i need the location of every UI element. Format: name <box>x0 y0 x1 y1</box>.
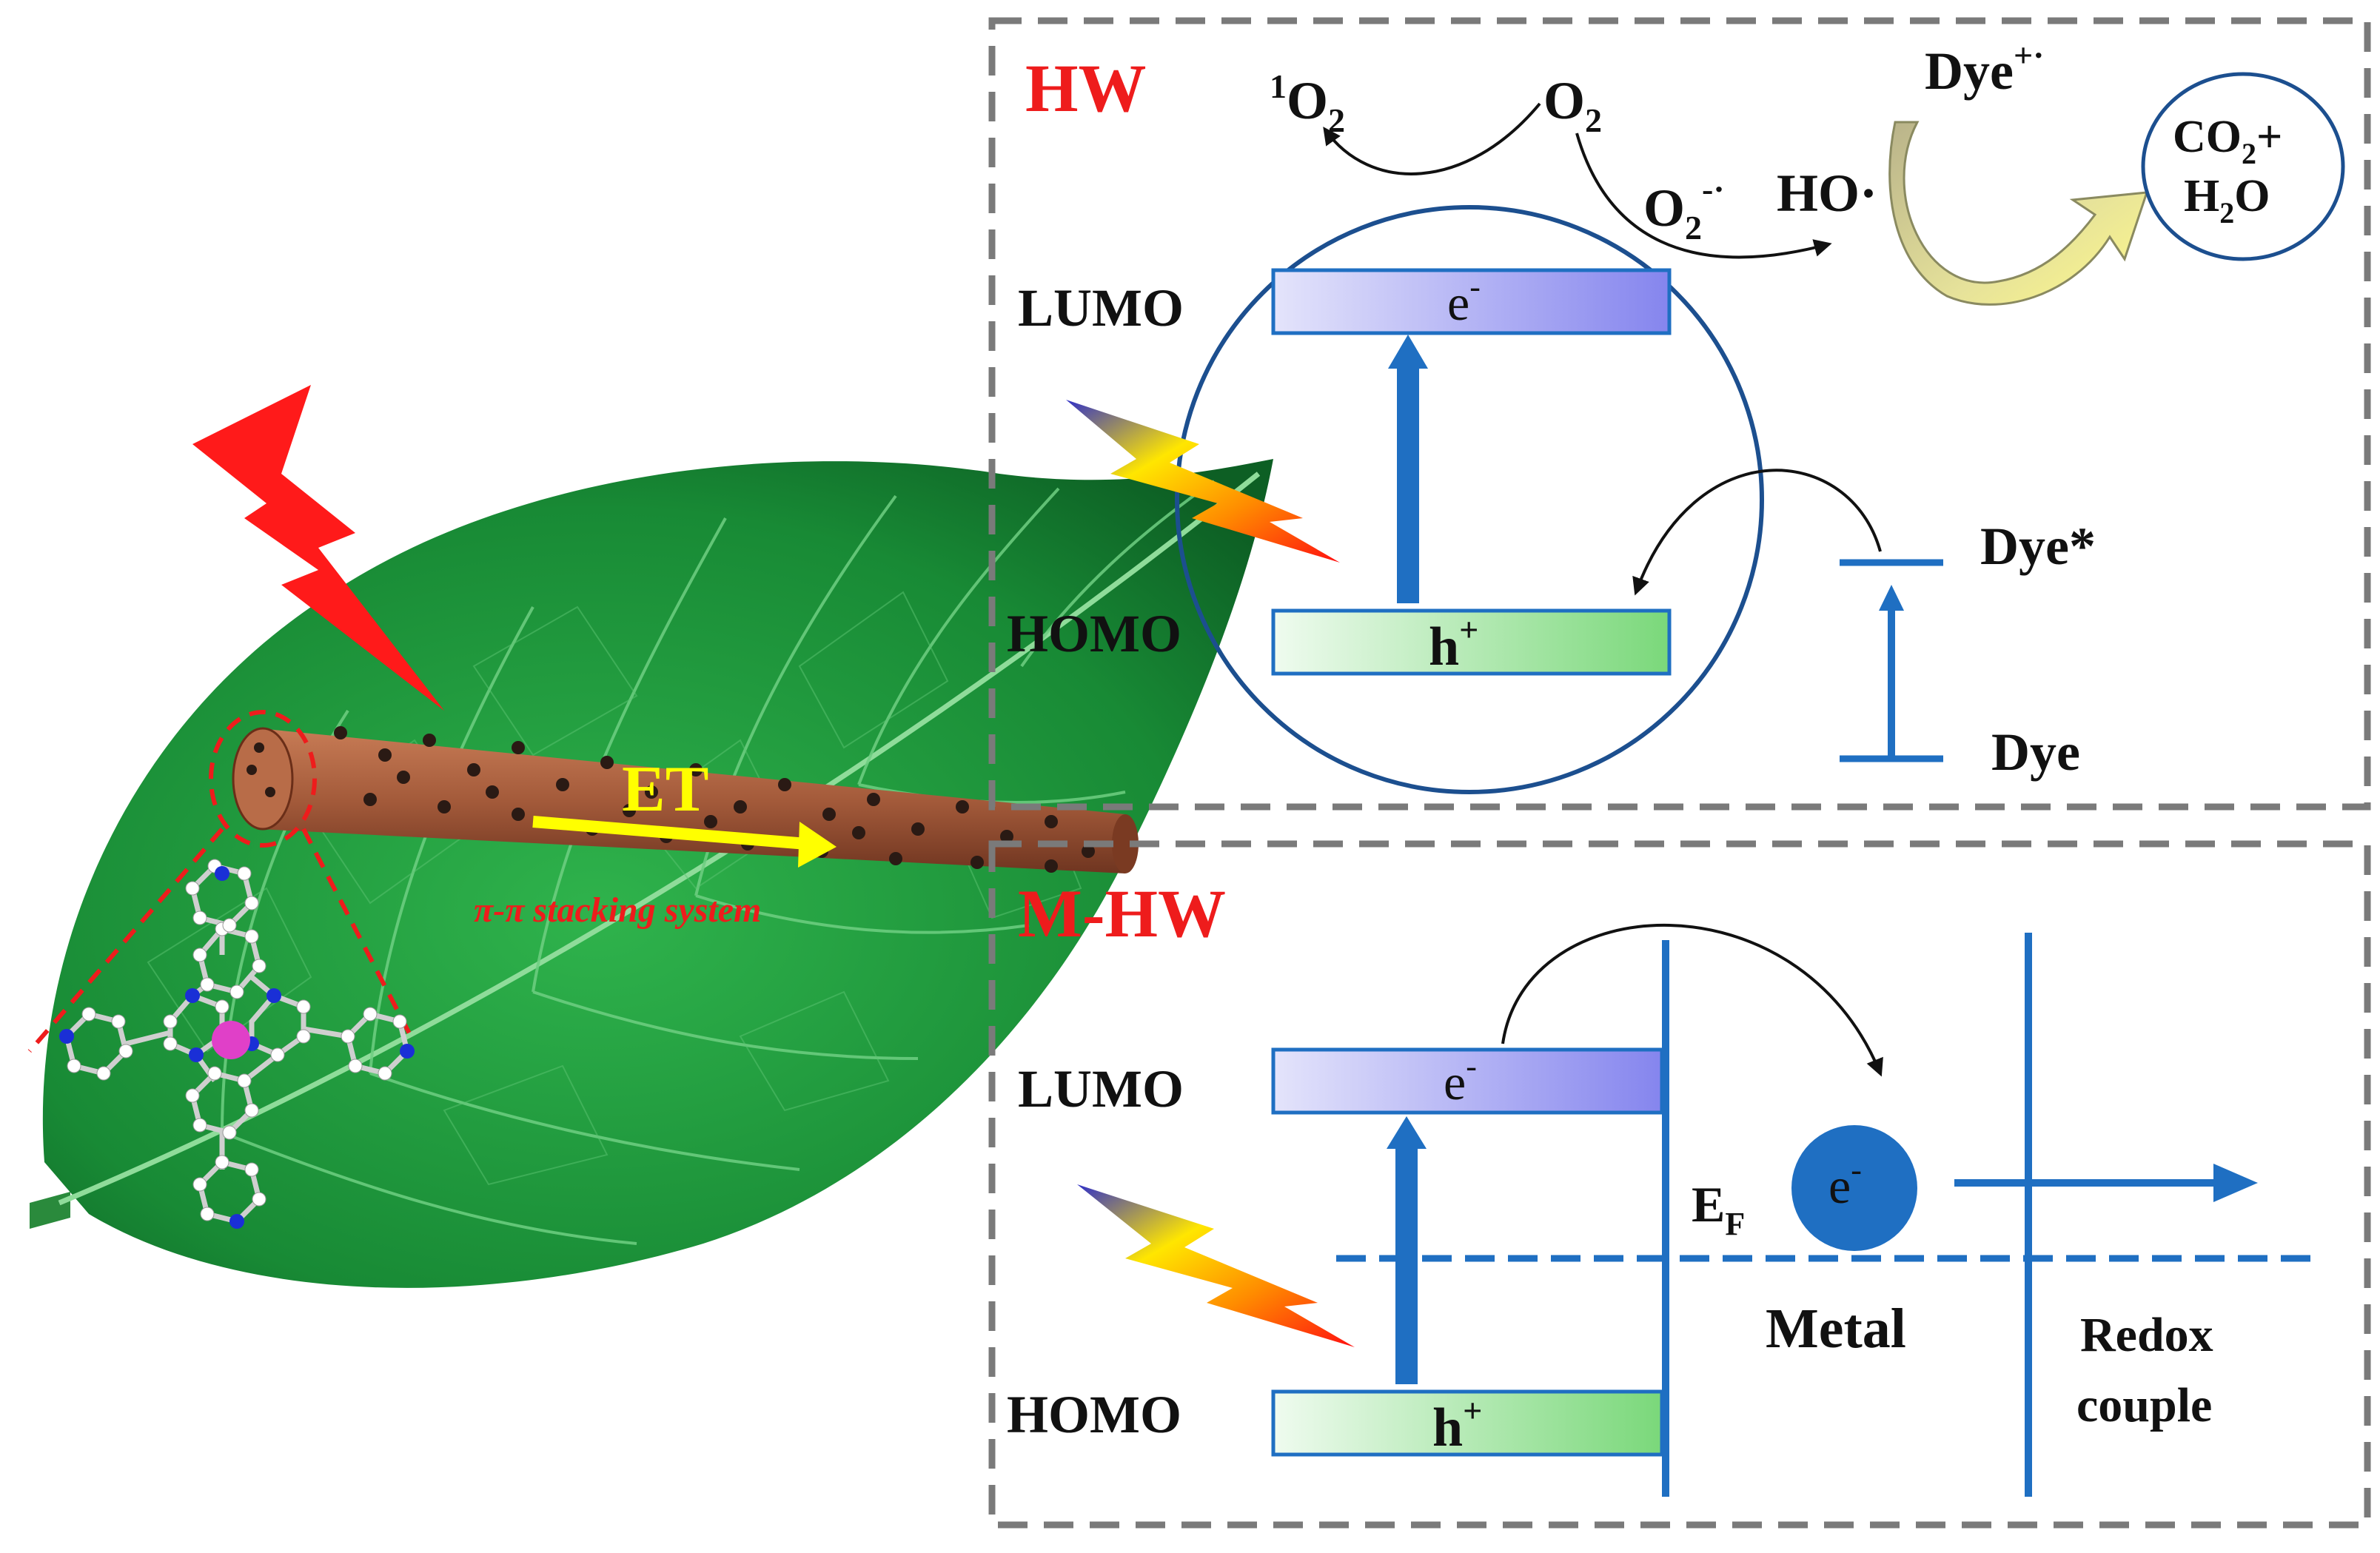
electron-transfer-arrow <box>1501 924 1883 1077</box>
dye-to-homo-arrow <box>1632 469 1882 596</box>
mhw-lumo-label: LUMO <box>1018 1059 1184 1118</box>
leaf-illustration: ET π-π stacking system <box>27 385 1273 1288</box>
light-bolt-icon <box>192 385 444 711</box>
mhw-panel-border <box>988 840 2371 1529</box>
mhw-panel: M-HW LUMO e- HOMO h+ EF <box>988 840 2371 1529</box>
fermi-label: EF <box>1692 1176 1745 1242</box>
redox-label-line2: couple <box>2076 1378 2212 1432</box>
mhw-excitation-arrow <box>1387 1116 1427 1384</box>
metal-center <box>212 1021 250 1059</box>
porphyrin-molecule <box>59 859 415 1229</box>
dye-excited-label: Dye* <box>1980 517 2096 576</box>
metal-to-redox-arrow <box>1954 1164 2258 1202</box>
mhw-homo-label: HOMO <box>1007 1385 1181 1444</box>
hw-lumo-electron: e- <box>1447 269 1481 331</box>
hw-light-bolt-icon <box>1066 400 1340 563</box>
hw-excitation-arrow <box>1388 335 1428 603</box>
hw-lumo-band <box>1271 268 1672 335</box>
mhw-lumo-band <box>1271 1047 1664 1115</box>
photocatalyst-circle <box>1175 205 1764 794</box>
superoxide-label: O2-· <box>1643 170 1725 246</box>
metal-label: Metal <box>1766 1298 1906 1360</box>
redox-label-line1: Redox <box>2080 1308 2213 1362</box>
hw-homo-band <box>1271 608 1672 676</box>
dye-ground-label: Dye <box>1991 722 2080 782</box>
hw-title: HW <box>1025 50 1147 126</box>
dye-excitation-arrow <box>1879 585 1904 759</box>
leaf-midrib <box>58 472 1261 1206</box>
et-arrow <box>532 816 837 868</box>
mhw-lumo-electron: e- <box>1444 1048 1477 1110</box>
et-label: ET <box>622 754 708 825</box>
hw-homo-label: HOMO <box>1007 604 1181 663</box>
zoom-callout <box>27 710 413 1053</box>
hw-panel-border <box>988 17 2371 811</box>
metal-electron-label: e- <box>1828 1152 1862 1214</box>
hydroxyl-label: HO· <box>1777 164 1877 223</box>
leaf-blade <box>42 459 1273 1288</box>
hw-panel: HW 1O2 O2 O2-· HO· Dye+· CO2+ H2O <box>988 17 2371 811</box>
nanotube-rod <box>232 726 1139 873</box>
products-bubble <box>2141 72 2345 261</box>
leaf-stem <box>30 1192 70 1229</box>
hw-lumo-label: LUMO <box>1018 278 1184 338</box>
metal-electron-circle <box>1791 1125 1917 1251</box>
mhw-light-bolt-icon <box>1077 1184 1355 1347</box>
degradation-arrow <box>1888 121 2149 306</box>
stacking-label: π-π stacking system <box>474 890 761 930</box>
o2-to-singlet-arrow <box>1323 102 1541 175</box>
mhw-title: M-HW <box>1018 876 1226 951</box>
rod-particles <box>247 726 1095 873</box>
products-line1: CO2+ <box>2173 112 2282 170</box>
dye-radical-label: Dye+· <box>1925 36 2045 101</box>
oxygen-label: O2 <box>1543 71 1602 139</box>
products-line2: H2O <box>2184 171 2270 229</box>
singlet-oxygen-label: 1O2 <box>1270 67 1345 139</box>
mhw-homo-hole: h+ <box>1432 1392 1482 1458</box>
o2-to-hydroxyl-arrow <box>1575 133 1832 259</box>
hw-homo-hole: h+ <box>1429 611 1478 677</box>
